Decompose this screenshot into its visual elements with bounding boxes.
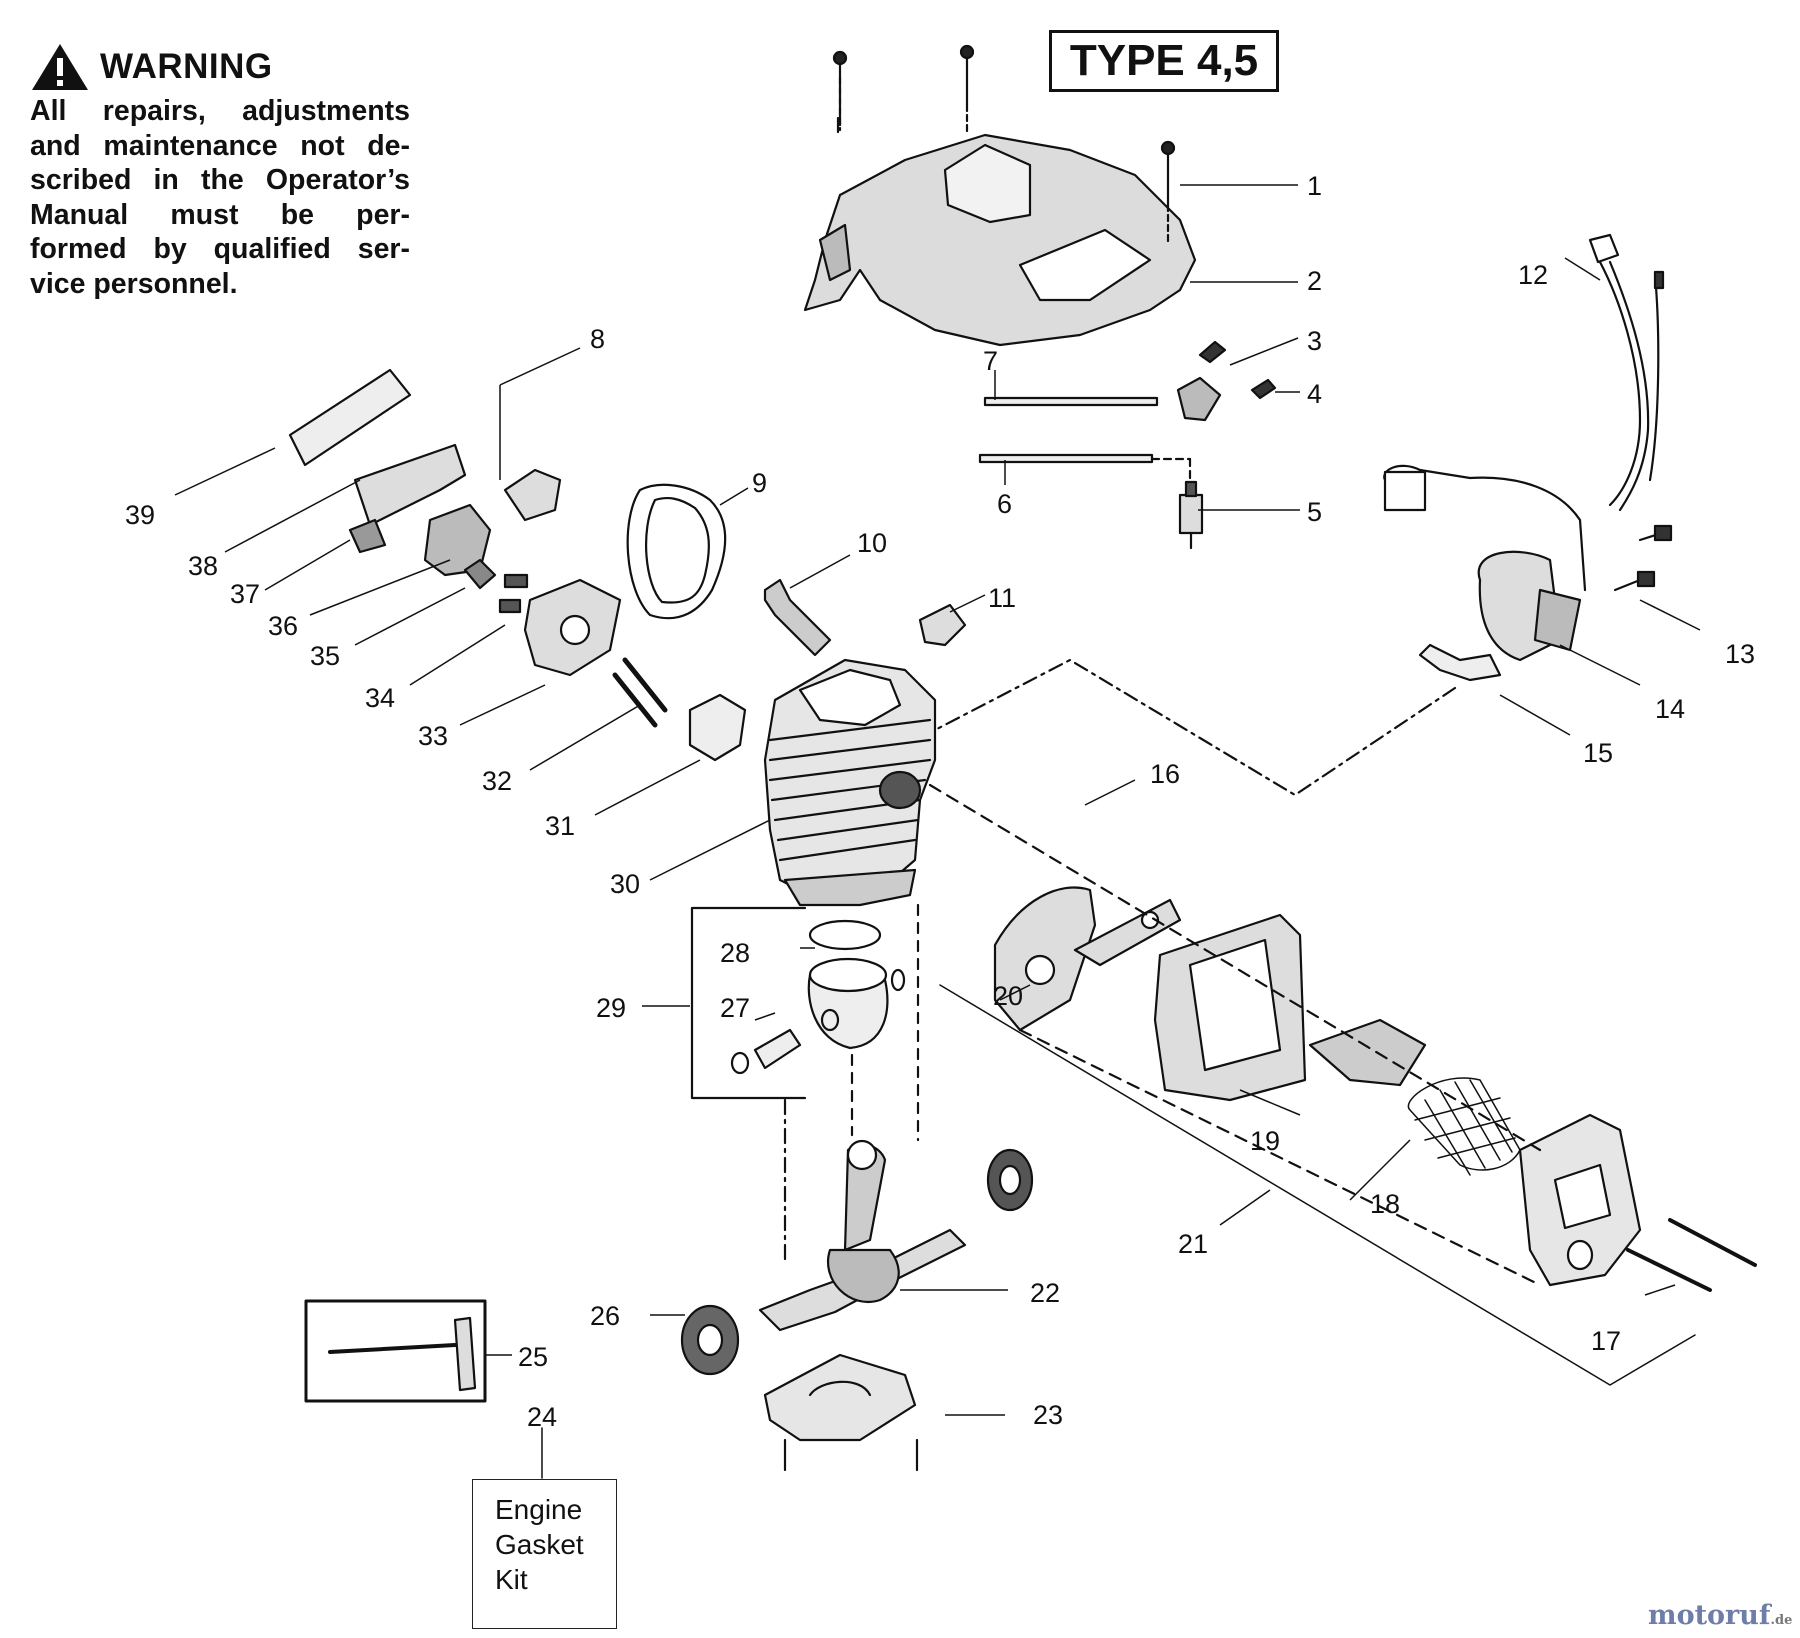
callout-25: 25 [518,1342,548,1372]
warning-text: All repairs, adjustments and maintenance… [30,94,410,301]
callout-1: 1 [1307,171,1322,201]
type-label: TYPE 4,5 [1049,30,1279,92]
kit-label-line: Kit [495,1564,528,1595]
callout-16: 16 [1150,759,1180,789]
callout-3: 3 [1307,326,1322,356]
fasteners-and-rods-parts [978,340,1277,550]
callout-23: 23 [1033,1400,1063,1430]
callout-17: 17 [1591,1326,1621,1356]
engine-gasket-kit-box: Engine Gasket Kit [472,1479,617,1629]
callout-39: 39 [125,500,155,530]
callout-6: 6 [997,489,1012,519]
watermark: motoruf.de [1648,1600,1792,1631]
warning-notice: WARNING All repairs, adjustments and mai… [30,42,410,301]
warning-line: formed by qualified ser- [30,233,410,265]
callout-4: 4 [1307,379,1322,409]
piston-group-parts [690,903,920,1267]
warning-line: and maintenance not de- [30,129,410,162]
ignition-module-parts [933,233,1673,797]
carburetor-and-filter-parts [288,368,562,614]
scrench-tool-part [328,1316,477,1392]
callout-21: 21 [1178,1229,1208,1259]
warning-line: vice personnel. [30,267,238,300]
kit-number: 24 [527,1402,558,1432]
crankshaft-parts [680,1139,1034,1472]
callout-29: 29 [596,993,626,1023]
spark-plug-parts [763,578,967,657]
callout-30: 30 [610,869,640,899]
callout-12: 12 [1518,260,1548,290]
callout-26: 26 [590,1301,620,1331]
warning-line: All repairs, adjustments [30,95,410,127]
callout-15: 15 [1583,738,1613,768]
callout-11: 11 [988,583,1016,613]
kit-label-line: Gasket [495,1529,584,1560]
callout-27: 27 [720,993,750,1023]
callout-32: 32 [482,766,512,796]
callout-numbers: 1 2 3 4 5 6 7 8 9 10 11 12 13 14 15 16 1… [125,171,1755,1430]
cylinder-part [763,658,937,907]
warning-line: Manual must be per- [30,198,410,231]
muffler-parts [928,783,1757,1386]
tool-frame [304,1299,487,1403]
watermark-suffix: .de [1770,1613,1793,1628]
warning-line: scribed in the Operator’s [30,164,410,196]
callout-7: 7 [983,346,998,376]
callout-14: 14 [1655,694,1685,724]
kit-label-line: Engine [495,1494,583,1525]
intake-parts [523,483,747,762]
callout-8: 8 [590,324,605,354]
leader-lines [174,184,1701,1416]
callout-18: 18 [1370,1189,1400,1219]
callout-13: 13 [1725,639,1755,669]
warning-triangle-icon [32,44,88,90]
callout-2: 2 [1307,266,1322,296]
callout-35: 35 [310,641,340,671]
callout-9: 9 [752,468,767,498]
callout-28: 28 [720,938,750,968]
callout-22: 22 [1030,1278,1060,1308]
callout-36: 36 [268,611,298,641]
callout-38: 38 [188,551,218,581]
warning-title: WARNING [100,47,273,86]
callout-34: 34 [365,683,395,713]
watermark-main: motoruf [1648,1600,1771,1631]
callout-5: 5 [1307,497,1322,527]
callout-33: 33 [418,721,448,751]
callout-31: 31 [545,811,575,841]
callout-37: 37 [230,579,260,609]
top-cover-part [803,44,1197,347]
callout-10: 10 [857,528,887,558]
callout-20: 20 [993,981,1023,1011]
callout-19: 19 [1250,1126,1280,1156]
